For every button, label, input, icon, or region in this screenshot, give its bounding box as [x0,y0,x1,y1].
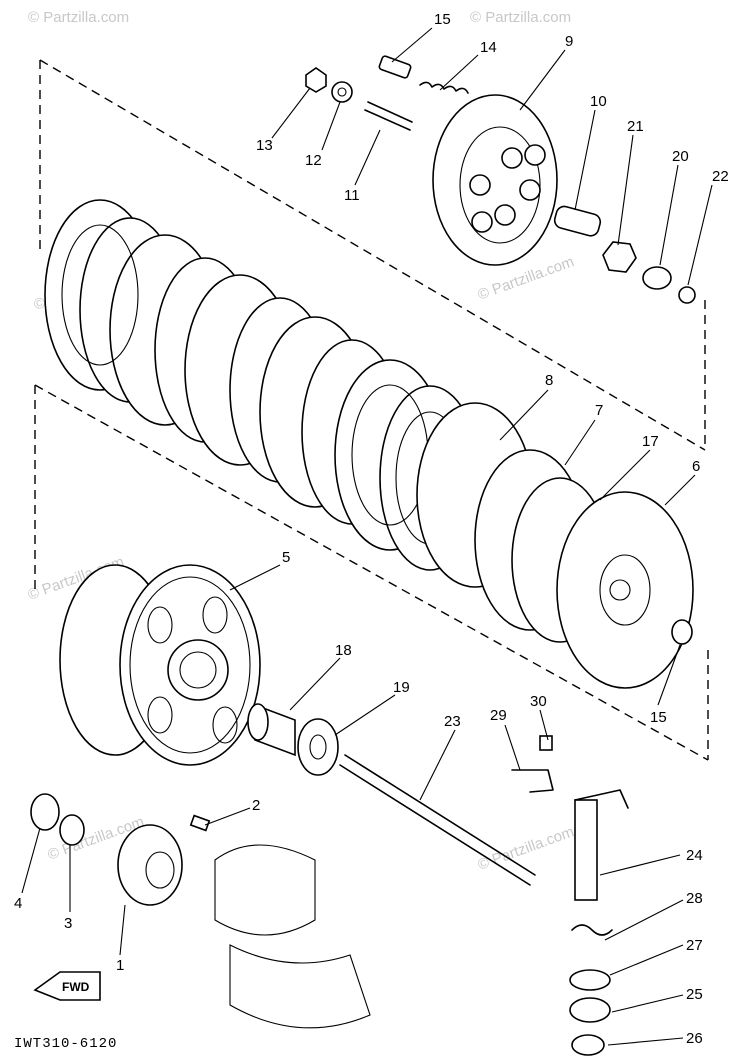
callout-29: 29 [490,707,507,724]
callout-8: 8 [545,372,553,389]
clutch-housing [59,564,261,766]
callout-28: 28 [686,890,703,907]
callout-27: 27 [686,937,703,954]
callout-9: 9 [565,33,573,50]
callout-13: 13 [256,137,273,154]
callout-2: 2 [252,797,260,814]
push-lever-parts [511,735,629,1056]
callout-20: 20 [672,148,689,165]
watermark: © Partzilla.com [28,9,129,26]
callout-3: 3 [64,915,72,932]
pressure-plate [432,94,558,266]
callout-10: 10 [590,93,607,110]
callout-15: 15 [434,11,451,28]
callout-23: 23 [444,713,461,730]
callout-14: 14 [480,39,497,56]
callout-1: 1 [116,957,124,974]
sleeve-washer-pushrod [247,703,536,886]
callout-12: 12 [305,152,322,169]
callout-30: 30 [530,693,547,710]
leader-lines [21,27,713,1046]
fwd-arrow-icon: FWD [33,971,101,1001]
callout-25: 25 [686,986,703,1003]
callout-11: 11 [344,187,360,204]
callout-6: 6 [692,458,700,475]
callout-7: 7 [595,402,603,419]
fwd-label: FWD [62,980,90,994]
callout-16: 15 [650,709,667,726]
callouts: 15 14 9 10 21 20 22 13 12 11 8 7 17 6 15… [14,11,729,1047]
callout-19: 19 [393,679,410,696]
diagram-code: IWT310-6120 [14,1036,117,1052]
callout-17: 17 [642,433,659,450]
callout-22: 22 [712,168,729,185]
callout-24: 24 [686,847,703,864]
watermark: © Partzilla.com [476,823,577,874]
callout-4: 4 [14,895,22,912]
callout-26: 26 [686,1030,703,1047]
clutch-boss [416,402,694,689]
callout-21: 21 [627,118,644,135]
clutch-plate-stack [44,199,481,571]
callout-18: 18 [335,642,352,659]
primary-drive-parts [30,793,371,1029]
top-hardware [305,55,696,304]
watermark: © Partzilla.com [470,9,571,26]
callout-5: 5 [282,549,290,566]
assembly-dashed-lines [34,59,709,761]
